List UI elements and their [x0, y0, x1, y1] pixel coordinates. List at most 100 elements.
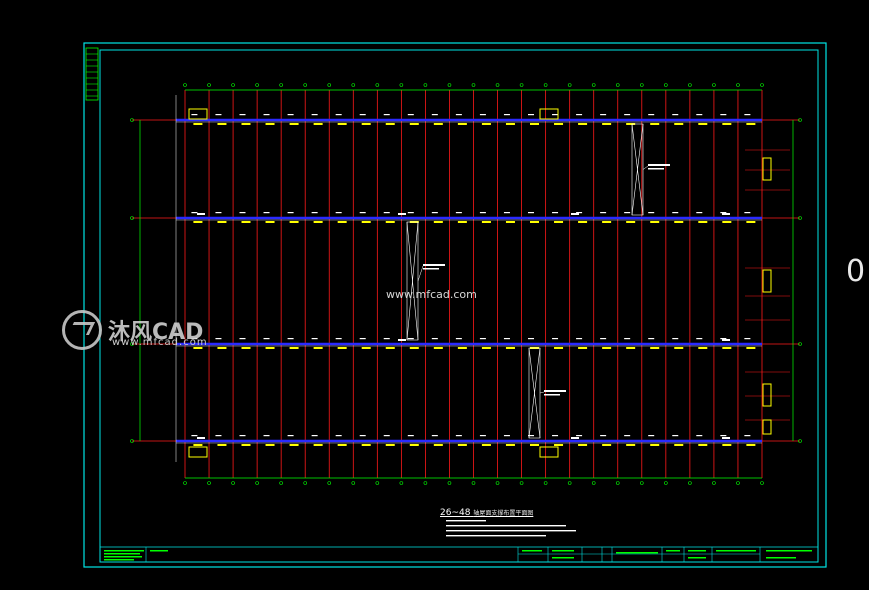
beam-tag	[744, 114, 751, 116]
yellow-tag	[762, 419, 772, 435]
title-block-text-line	[104, 550, 144, 552]
beam-tag	[672, 212, 679, 214]
beam-tag	[407, 338, 414, 340]
beam-tag	[335, 212, 342, 214]
beam-tag	[287, 212, 294, 214]
dimension-lines	[130, 83, 802, 485]
grid-bubble-bottom	[495, 481, 500, 485]
beam-tag	[720, 114, 727, 116]
title-block-text-line	[104, 553, 140, 555]
grid-bubble-top	[279, 83, 283, 87]
beam-label	[578, 221, 588, 223]
mfcad-logo-url: www.mfcad.com	[112, 337, 208, 348]
beam-label	[241, 123, 251, 125]
bracing-note	[648, 168, 664, 170]
beam-label	[602, 221, 612, 223]
beam-label	[337, 221, 347, 223]
yellow-tag	[762, 269, 772, 293]
beam-label	[457, 123, 467, 125]
plan-note-line	[446, 520, 486, 522]
beam-tag	[431, 338, 438, 340]
grid-bubble-bottom	[279, 481, 283, 485]
title-block-text-line	[552, 557, 574, 559]
beam-tag	[191, 435, 198, 437]
beam-tag	[672, 338, 679, 340]
beam-label	[602, 347, 612, 349]
roof-beams	[176, 118, 762, 444]
binding-strip	[85, 47, 99, 101]
beam-tag	[191, 212, 198, 214]
title-block-text-line	[688, 550, 706, 552]
grid-bubble-top	[207, 83, 211, 87]
beam-tag	[407, 435, 414, 437]
beam-tag	[552, 435, 559, 437]
beam-tag	[503, 212, 510, 214]
beam-label	[385, 123, 395, 125]
grid-bubble-bottom	[712, 481, 716, 485]
grid-bubble-top	[423, 83, 428, 87]
beam-tag	[263, 338, 270, 340]
row-grid-lines	[132, 119, 800, 442]
grid-bubble-bottom	[471, 481, 476, 485]
beam-tag	[215, 435, 222, 437]
beam-tag	[672, 114, 679, 116]
grid-bubble-bottom	[423, 481, 428, 485]
grid-bubble-left	[130, 216, 134, 220]
grid-bubble-bottom	[399, 481, 404, 485]
beam-labels	[191, 114, 756, 446]
grid-bubble-right	[798, 118, 802, 122]
callout-mark	[398, 339, 406, 341]
grid-bubble-bottom	[567, 481, 572, 485]
beam-tag	[335, 338, 342, 340]
beam-label	[409, 444, 419, 446]
grid-bubble-bottom	[231, 481, 235, 485]
beam-label	[481, 123, 491, 125]
beam-tag	[335, 435, 342, 437]
beam-tag	[527, 338, 534, 340]
grid-bubble-bottom	[447, 481, 452, 485]
beam-tag	[263, 114, 270, 116]
grid-bubble-top	[736, 83, 740, 87]
grid-bubble-top	[255, 83, 259, 87]
beam-label	[313, 444, 323, 446]
grid-bubble-bottom	[736, 481, 740, 485]
bracing-leader	[642, 165, 649, 170]
beam-label	[193, 444, 203, 446]
beam-label	[650, 347, 660, 349]
grid-bubble-top	[327, 83, 332, 87]
drawing-title-suffix: 轴屋面支撑布置平面图	[473, 510, 534, 517]
beam-label	[602, 123, 612, 125]
beam-tag	[648, 114, 655, 116]
grid-bubble-bottom	[591, 481, 596, 485]
mfcad-logo-text: 沐风CAD	[108, 320, 204, 345]
plan-note-line	[446, 530, 576, 532]
beam-tag	[383, 114, 390, 116]
beam-label	[578, 123, 588, 125]
beam-label	[361, 123, 371, 125]
beam-label	[361, 221, 371, 223]
callout-mark	[722, 213, 730, 215]
beam-tag	[503, 338, 510, 340]
drawing-title-axes: 26~48	[440, 508, 471, 518]
bracing-leader	[539, 391, 545, 394]
grid-bubble-top	[375, 83, 380, 87]
grid-bubble-top	[471, 83, 476, 87]
beam-tag	[503, 114, 510, 116]
grid-bubble-bottom	[303, 481, 308, 485]
beam-label	[626, 347, 636, 349]
beam-tag	[263, 435, 270, 437]
beam-label	[554, 444, 564, 446]
grid-bubble-bottom	[375, 481, 380, 485]
beam-label	[698, 347, 708, 349]
plan-note-line	[446, 535, 546, 537]
beam-label	[313, 123, 323, 125]
beam-label	[505, 444, 515, 446]
sheet-outer-border	[83, 42, 827, 568]
beam-label	[746, 444, 756, 446]
beam-tag	[624, 114, 631, 116]
beam-tag	[287, 338, 294, 340]
beam-label	[289, 444, 299, 446]
mfcad-logo-icon	[62, 310, 102, 350]
beam-tag	[311, 338, 318, 340]
